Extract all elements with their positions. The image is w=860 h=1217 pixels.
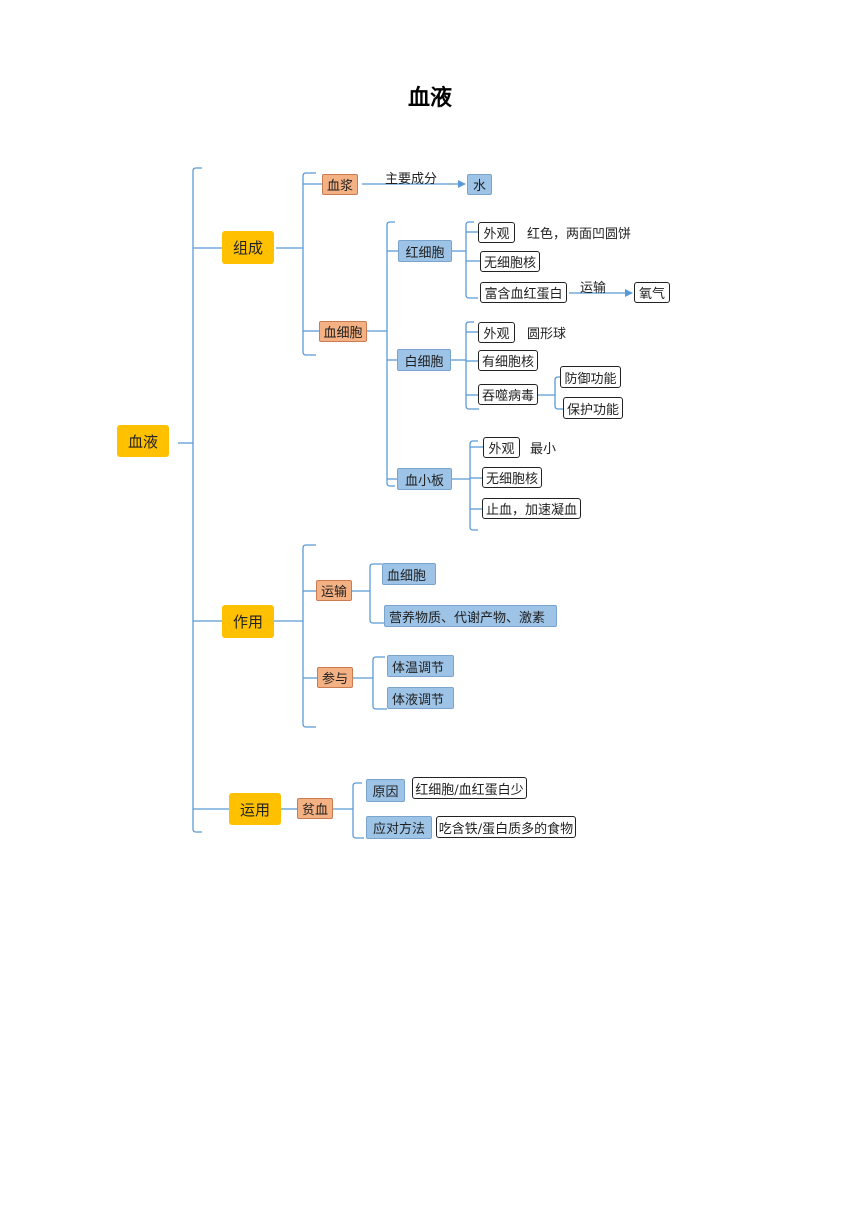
plasma-arrow-label: 主要成分 — [385, 172, 438, 187]
composition-node: 组成 — [222, 231, 274, 264]
platelet-no-nucleus: 无细胞核 — [482, 467, 542, 488]
transport-item-blood-cells: 血细胞 — [382, 563, 436, 585]
bracket-platelet — [469, 440, 478, 531]
participate-item-temperature: 体温调节 — [387, 655, 454, 677]
wbc-protection: 保护功能 — [563, 397, 623, 419]
water-node: 水 — [467, 174, 492, 195]
platelet-appearance-desc: 最小 — [530, 442, 557, 457]
function-node: 作用 — [222, 605, 274, 638]
oxygen-node: 氧气 — [634, 282, 670, 303]
participate-item-fluid: 体液调节 — [387, 687, 454, 709]
rbc-no-nucleus: 无细胞核 — [480, 251, 540, 272]
bracket-anemia — [352, 782, 364, 839]
transport-arrow-label: 运输 — [580, 281, 607, 296]
wbc-appearance-desc: 圆形球 — [527, 327, 567, 342]
anemia-remedy-desc: 吃含铁/蛋白质多的食物 — [436, 816, 576, 838]
bracket-phagocytosis — [554, 376, 563, 410]
blood-cells-node: 血细胞 — [319, 321, 367, 342]
transport-node: 运输 — [316, 580, 352, 601]
anemia-node: 贫血 — [297, 798, 333, 819]
platelet-node: 血小板 — [397, 468, 452, 490]
bracket-transport — [369, 563, 384, 624]
rbc-appearance: 外观 — [478, 222, 515, 243]
bracket-participate — [372, 656, 387, 710]
anemia-cause: 原因 — [366, 779, 405, 802]
bracket-wbc — [465, 321, 479, 410]
bracket-root — [192, 167, 202, 833]
wbc-phagocytosis: 吞噬病毒 — [478, 384, 538, 405]
anemia-remedy: 应对方法 — [366, 816, 432, 839]
root-node: 血液 — [117, 425, 169, 457]
rbc-node: 红细胞 — [398, 240, 452, 262]
application-node: 运用 — [229, 793, 281, 825]
bracket-composition — [302, 172, 316, 356]
wbc-nucleus: 有细胞核 — [478, 350, 538, 371]
rbc-appearance-desc: 红色，两面凹圆饼 — [527, 227, 632, 242]
plasma-node: 血浆 — [322, 174, 358, 195]
participate-node: 参与 — [317, 667, 353, 688]
platelet-function: 止血，加速凝血 — [482, 498, 581, 519]
wbc-appearance: 外观 — [478, 322, 515, 343]
bracket-rbc — [465, 221, 478, 299]
page-title: 血液 — [407, 86, 452, 111]
transport-item-nutrients: 营养物质、代谢产物、激素 — [384, 605, 557, 627]
bracket-function — [302, 544, 316, 728]
rbc-hemoglobin: 富含血红蛋白 — [480, 282, 567, 303]
wbc-node: 白细胞 — [397, 349, 451, 371]
platelet-appearance: 外观 — [483, 437, 520, 458]
bracket-blood-cells — [386, 221, 395, 487]
anemia-cause-desc: 红细胞/血红蛋白少 — [412, 777, 527, 799]
wbc-defense: 防御功能 — [560, 366, 621, 388]
